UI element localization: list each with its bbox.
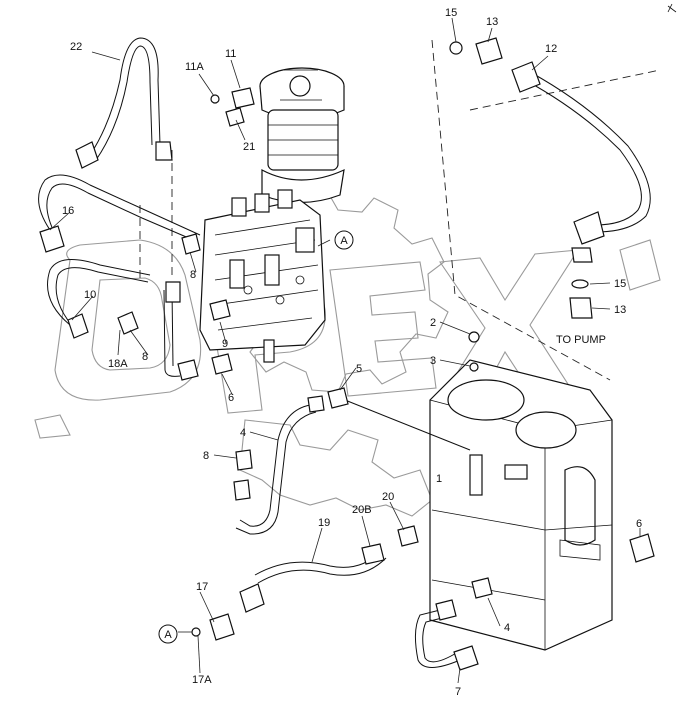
to-pump-label: TO PUMP xyxy=(556,334,606,346)
part-label-9: 9 xyxy=(222,338,228,350)
swing-motor xyxy=(259,67,345,204)
part-label-4: 4 xyxy=(240,427,246,439)
part-label-12: 12 xyxy=(545,43,557,55)
svg-text:A: A xyxy=(340,235,348,247)
part-label-13: 13 xyxy=(614,304,626,316)
part-label-22: 22 xyxy=(70,41,82,53)
part-label-15: 15 xyxy=(614,278,626,290)
part-label-10: 10 xyxy=(84,289,96,301)
callout-leaders xyxy=(49,17,641,684)
marker-a-bottom: A xyxy=(158,624,178,644)
part-label-6: 6 xyxy=(636,518,642,530)
part-label-8: 8 xyxy=(190,269,196,281)
part-label-13: 13 xyxy=(486,16,498,28)
part-label-16: 16 xyxy=(62,205,74,217)
part-label-1: 1 xyxy=(436,473,442,485)
part-label-20b: 20B xyxy=(352,504,372,516)
part-label-19: 19 xyxy=(318,517,330,529)
part-label-17: 17 xyxy=(196,581,208,593)
hydraulic-tank xyxy=(429,359,613,651)
part-label-4: 4 xyxy=(504,622,510,634)
hoses xyxy=(38,37,651,668)
part-label-18a: 18A xyxy=(108,358,128,370)
corner-mark xyxy=(667,3,677,13)
part-label-7: 7 xyxy=(455,686,461,698)
part-label-15: 15 xyxy=(445,7,457,19)
part-label-17a: 17A xyxy=(192,674,212,686)
dashed-reference-lines xyxy=(139,39,661,381)
part-label-5: 5 xyxy=(356,363,362,375)
part-label-8: 8 xyxy=(142,351,148,363)
part-label-3: 3 xyxy=(430,355,436,367)
part-label-11: 11 xyxy=(225,48,236,60)
part-label-11a: 11A xyxy=(185,61,204,73)
part-label-2: 2 xyxy=(430,317,436,329)
svg-text:A: A xyxy=(164,629,172,641)
control-valve xyxy=(199,189,326,363)
part-labels: 15 13 12 22 11 11A 21 16 10 18A 8 8 9 6 … xyxy=(62,7,642,698)
part-label-21: 21 xyxy=(243,141,255,153)
fittings xyxy=(39,37,655,671)
part-label-6: 6 xyxy=(228,392,234,404)
part-label-20: 20 xyxy=(382,491,394,503)
part-label-8: 8 xyxy=(203,450,209,462)
marker-a-top: A xyxy=(334,230,354,250)
